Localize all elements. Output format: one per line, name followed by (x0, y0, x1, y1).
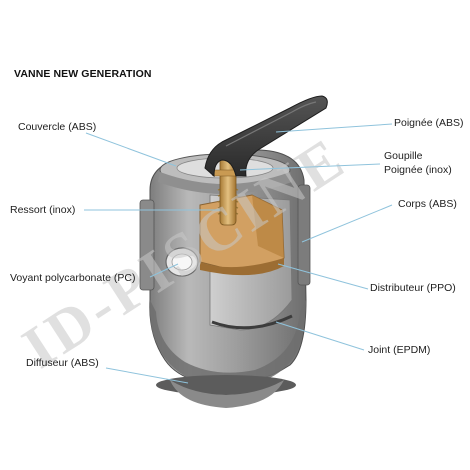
label-couvercle: Couvercle (ABS) (18, 121, 97, 133)
label-joint: Joint (EPDM) (368, 344, 431, 356)
label-poignee: Poignée (ABS) (394, 117, 464, 129)
leader-poignee (275, 123, 393, 133)
distributor-edge (200, 258, 284, 276)
epdm-joint (211, 314, 293, 330)
leader-voyant (149, 263, 179, 278)
diagram-title: VANNE NEW GENERATION (14, 68, 152, 80)
diffuser-base (170, 380, 284, 408)
right-rib (297, 184, 311, 286)
leader-distributeur (277, 263, 369, 290)
leader-goupille (239, 163, 381, 171)
leader-corps (301, 204, 393, 243)
left-rib (139, 199, 155, 291)
label-goupille-line2: Poignée (inox) (384, 164, 452, 176)
leader-lines (84, 123, 393, 384)
sight-glass-inner (171, 253, 193, 271)
label-ressort: Ressort (inox) (10, 204, 76, 216)
label-voyant: Voyant polycarbonate (PC) (10, 272, 136, 284)
label-corps: Corps (ABS) (398, 198, 457, 210)
label-distributeur: Distributeur (PPO) (370, 282, 456, 294)
leader-couvercle (85, 132, 177, 167)
label-diffuseur: Diffuseur (ABS) (26, 357, 99, 369)
handle (204, 95, 328, 178)
leader-diffuseur (105, 367, 189, 384)
label-goupille-line1: Goupille (384, 150, 423, 162)
leader-joint (275, 321, 365, 351)
lid-band (158, 172, 292, 194)
distributor-shade (252, 195, 284, 258)
handle-highlight (225, 101, 317, 147)
diffuser-skirt (149, 300, 306, 388)
